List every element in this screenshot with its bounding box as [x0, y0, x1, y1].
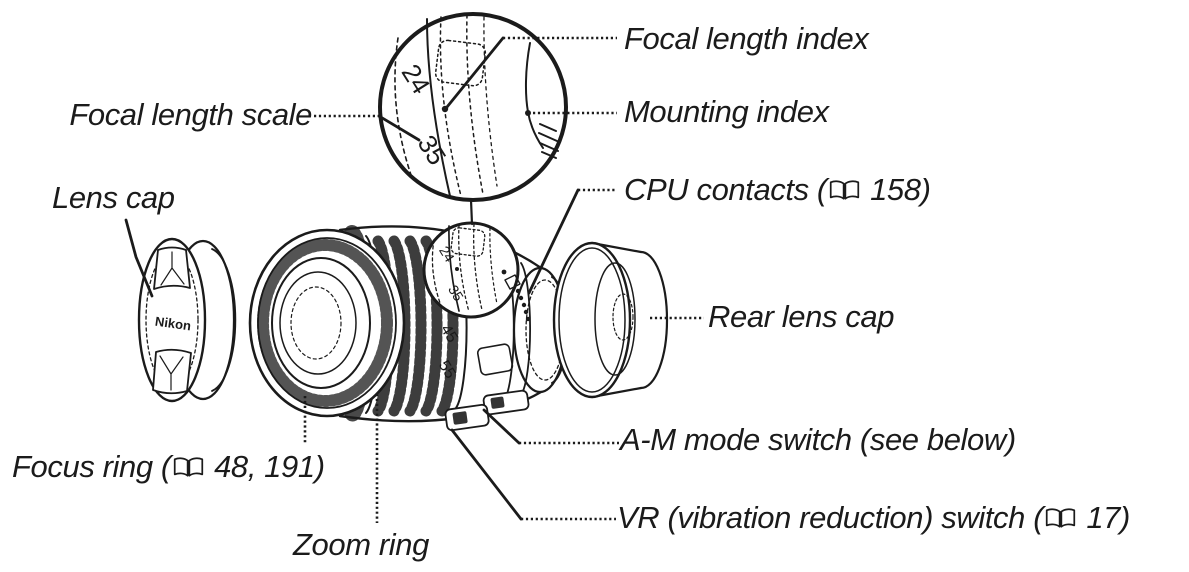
label-focus-ring: Focus ring ( 48, 191) — [12, 449, 325, 485]
vr-switch-leader — [450, 428, 616, 521]
scale-number-45: 45 — [437, 322, 461, 346]
mounting-index-dot — [525, 110, 531, 116]
cap-pinch-tab-bottom — [152, 348, 192, 395]
book-icon — [1045, 508, 1076, 528]
label-text: 158) — [861, 172, 931, 207]
label-zoom-ring: Zoom ring — [293, 527, 429, 563]
label-am-mode-switch: A-M mode switch (see below) — [620, 422, 1016, 458]
lens-cap-brand-text: Nikon — [154, 314, 192, 334]
vr-switch-drawing — [444, 403, 490, 432]
leader-lines — [124, 36, 704, 523]
label-text: Mounting index — [624, 94, 829, 129]
label-text: Focal length index — [624, 21, 869, 56]
label-text: Focus ring ( — [12, 449, 171, 484]
book-icon — [173, 457, 203, 477]
rear-lens-cap-drawing — [552, 241, 669, 399]
lens-cap-leader — [124, 218, 154, 298]
cpu-contacts-drawing — [515, 288, 531, 322]
front-element-drawing — [248, 228, 406, 418]
cpu-contacts-leader — [527, 188, 616, 295]
label-text: 17) — [1078, 500, 1130, 535]
magnifier-connector-line — [469, 198, 474, 226]
label-rear-lens-cap: Rear lens cap — [708, 299, 894, 335]
magnifier-circle: 24 35 — [378, 12, 568, 202]
focal-length-scale-leader — [314, 114, 421, 142]
label-text: VR (vibration reduction) switch ( — [617, 500, 1044, 535]
label-text: Focal length scale — [69, 97, 312, 132]
lens-cap-drawing: Nikon — [137, 237, 237, 403]
am-mode-switch-drawing — [482, 389, 530, 416]
label-text: Lens cap — [52, 180, 175, 215]
label-mounting-index: Mounting index — [624, 94, 829, 130]
label-text: Zoom ring — [293, 527, 429, 562]
scale-number-55: 55 — [435, 358, 459, 382]
label-focal-length-scale: Focal length scale — [48, 97, 312, 133]
label-lens-cap: Lens cap — [52, 180, 175, 216]
am-mode-switch-leader — [482, 408, 619, 445]
scale-number-35-small: 35 — [445, 282, 467, 304]
label-focal-length-index: Focal length index — [624, 21, 869, 57]
label-text: A-M mode switch (see below) — [620, 422, 1016, 457]
focal-length-index-leader — [445, 36, 617, 109]
scale-number-24-small: 24 — [436, 243, 458, 265]
label-vr-switch: VR (vibration reduction) switch ( 17) — [617, 500, 1130, 536]
label-cpu-contacts: CPU contacts ( 158) — [624, 172, 931, 208]
label-text: CPU contacts ( — [624, 172, 827, 207]
mounting-index-dot-small — [501, 269, 507, 275]
label-text: 48, 191) — [205, 449, 325, 484]
lens-body-drawing: 45 55 — [248, 225, 569, 432]
focal-length-index-dot-small — [455, 267, 459, 271]
detail-source-circle: 24 35 — [422, 221, 521, 319]
book-icon — [829, 180, 859, 200]
label-text: Rear lens cap — [708, 299, 895, 334]
